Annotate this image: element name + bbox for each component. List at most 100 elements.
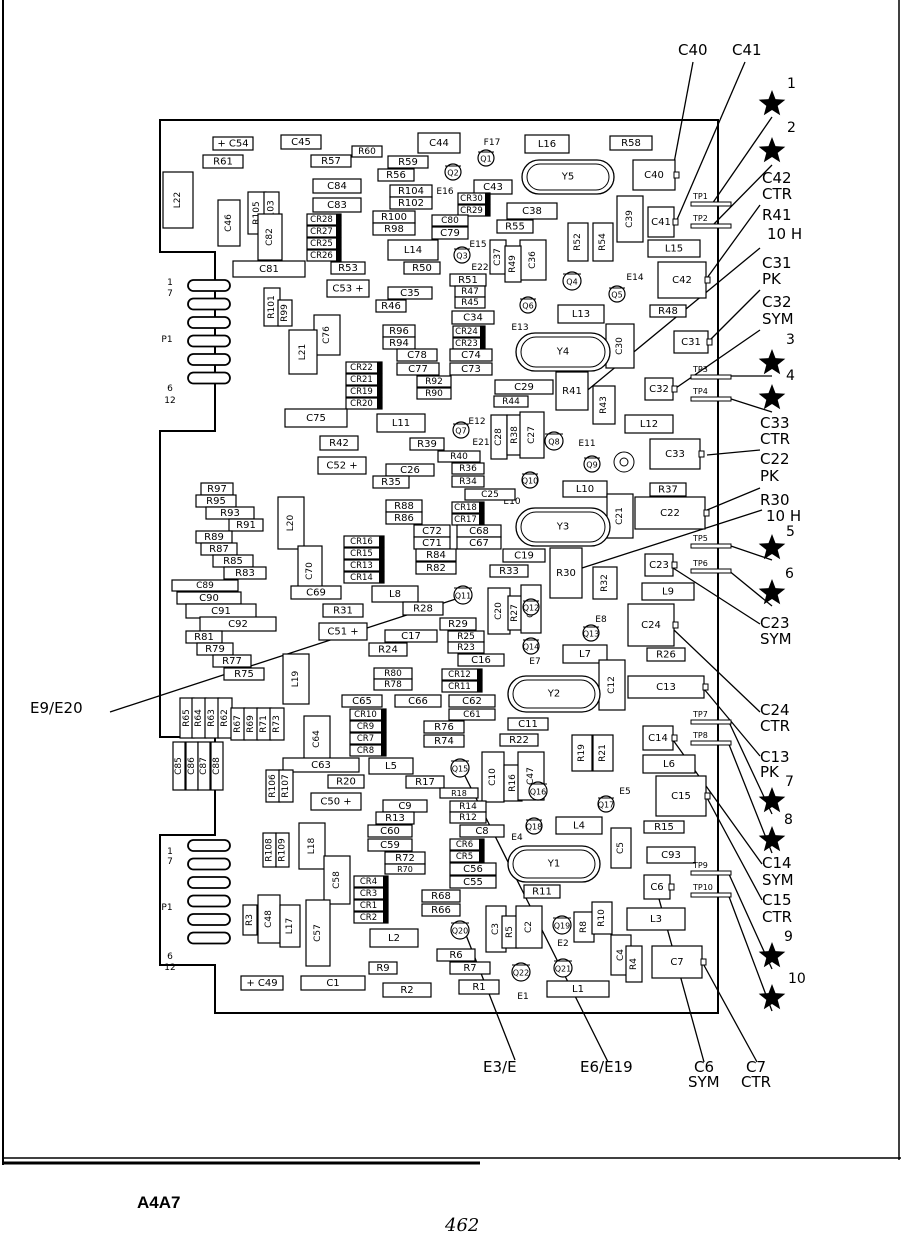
component-r85: R85 [212,554,254,568]
component-r95: R95 [195,494,237,508]
component-label: R50 [412,263,432,274]
component-label: R54 [598,233,608,251]
component-label: R21 [598,744,608,762]
component-r93: R93 [205,506,255,520]
component-c22: C22 [634,496,710,530]
component-label: R24 [378,645,398,656]
board-outline [159,119,719,1014]
component-label: CR10 [354,710,377,720]
star-marker-7: 7 [758,774,794,813]
callout-c24: C24 [760,701,790,719]
component-label: R72 [395,853,415,864]
component-l18: L18 [298,822,326,870]
component-label: R27 [510,604,520,622]
component-label: C84 [327,181,347,192]
component-label: CR26 [310,251,333,261]
component-label: E15 [469,240,486,250]
component-label: R2 [400,985,413,996]
component-label: Y2 [547,689,560,700]
component-l19: L19 [282,653,310,705]
component-label: C24 [641,620,661,631]
component-r56: R56 [377,168,415,182]
callout-c23: C23 [760,614,790,632]
component-r76: R76 [423,720,465,734]
connector-name: P1 [161,903,172,913]
component-c36: C36 [519,239,547,281]
component-label: CR6 [456,840,473,850]
component-r107: R107 [278,769,294,803]
component-c12: C12 [598,659,626,711]
component-r52: R52 [567,222,589,262]
component-label: R26 [656,650,676,661]
component-r59: R59 [387,155,429,169]
component-r90: R90 [416,387,452,400]
component-c91: C91 [185,603,257,619]
component-r12: R12 [449,811,487,824]
component-q15: Q15 [450,758,470,778]
component-q6: Q6 [519,296,537,314]
component-r66: R66 [421,903,461,917]
component-label: R3 [245,914,255,926]
component-label: C59 [380,840,400,851]
component-label: CR30 [460,194,483,204]
component-label: C17 [401,631,421,642]
component-label: Y5 [561,172,574,183]
callout-c42-ctr: CTR [762,185,792,203]
callout-c31-pk: PK [762,270,782,288]
component-label: E7 [529,657,540,667]
component-l20: L20 [277,496,305,550]
component-c39: C39 [616,195,644,243]
component-label: Q6 [522,302,533,311]
component-label: R40 [450,452,468,462]
component-c71: C71 [413,536,451,550]
component-r22: R22 [499,733,539,747]
component-label: C74 [461,350,481,361]
component-cr20: CR20 [345,397,383,410]
leader-line [577,247,761,399]
component-label: R39 [417,439,437,450]
component-label: R82 [426,563,446,574]
star-number: 1 [787,76,796,92]
component-r27: R27 [507,595,523,631]
component-c56: C56 [449,862,497,876]
component-c9: C9 [382,799,428,813]
component-label: R53 [338,263,358,274]
component-label: Q12 [523,604,539,613]
connector-pin-top-end: 7 [167,857,173,867]
component-label: C14 [648,733,668,744]
component-r96: R96 [382,324,416,338]
component-label: C31 [681,337,701,348]
callout-c13-pk: PK [760,763,780,781]
star-marker-5: 5 [758,524,795,560]
connector-pin-bottom-start: 6 [167,952,173,962]
component-r23: R23 [447,641,485,654]
component-label: Q8 [548,438,559,447]
component-c72: C72 [413,524,451,538]
leader-line [673,61,694,164]
component-r91: R91 [228,518,264,532]
callout-c15-ctr: CTR [762,908,792,926]
component-label: CR22 [350,363,373,373]
component-label: C22 [660,508,680,519]
component-label: Q10 [522,477,538,486]
component-label: C85 [174,757,184,775]
component-label: C60 [380,826,400,837]
component-l17: L17 [279,904,301,948]
component-r83: R83 [223,566,267,580]
component-label: R34 [459,477,477,487]
component-l4: L4 [555,816,603,835]
component-label: R90 [425,389,443,399]
component-label: C61 [463,710,481,720]
component-label: R36 [459,464,477,474]
component-label: R38 [510,426,520,444]
star-number: 6 [785,566,794,582]
component-cr21: CR21 [345,373,383,386]
component-q2: Q2 [444,163,462,181]
star-marker-8: 8 [758,812,793,852]
component-label: R13 [385,813,405,824]
star-marker-3: 3 [758,332,795,375]
component-label: L17 [285,918,295,934]
component-label: C93 [661,850,681,861]
component-label: E10 [503,497,520,507]
